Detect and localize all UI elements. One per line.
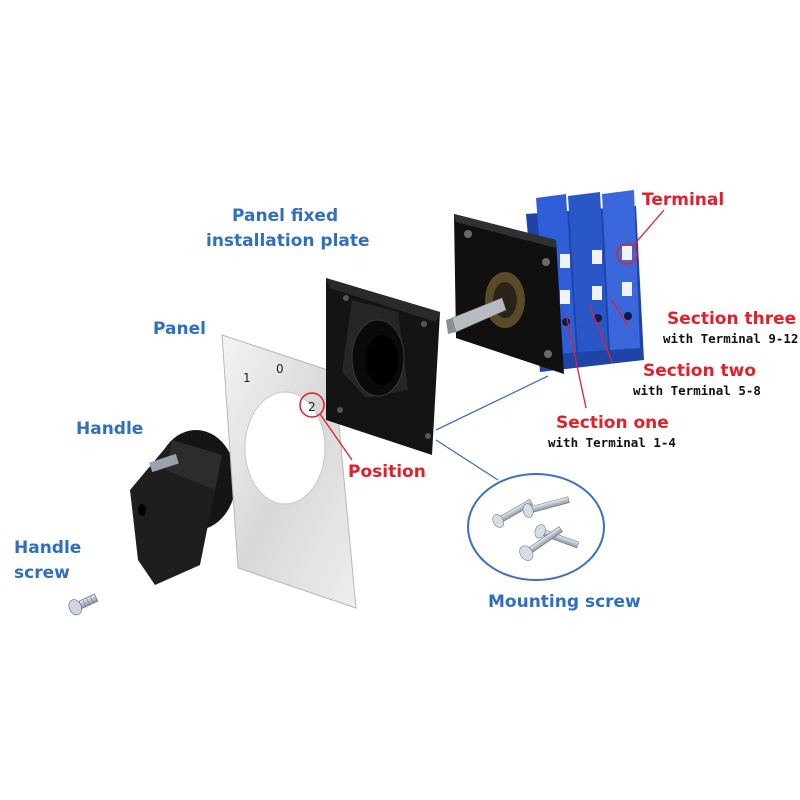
- installation-plate-part: [326, 278, 440, 455]
- terminal-leader: [633, 210, 664, 246]
- label-position: Position: [348, 462, 426, 482]
- label-section-two-sub: with Terminal 5-8: [633, 383, 761, 398]
- handle-part: [130, 430, 236, 585]
- label-section-three-sub: with Terminal 9-12: [663, 331, 798, 346]
- label-panel-fixed-plate-line2: installation plate: [206, 231, 370, 251]
- handle-screw-part: [66, 590, 99, 617]
- mounting-leader-2: [436, 440, 498, 480]
- label-section-one: Section one: [556, 413, 669, 433]
- label-section-two: Section two: [643, 361, 756, 381]
- label-panel-fixed-plate: Panel fixed: [232, 206, 338, 226]
- mounting-screw-callout: [468, 474, 604, 580]
- label-section-one-sub: with Terminal 1-4: [548, 435, 676, 450]
- panel-mark-1: 1: [243, 371, 251, 385]
- label-handle: Handle: [76, 419, 143, 439]
- mounting-leader-1: [436, 376, 548, 430]
- switch-body-part: [446, 190, 644, 374]
- label-panel: Panel: [153, 319, 206, 339]
- label-section-three: Section three: [667, 309, 796, 329]
- label-terminal: Terminal: [642, 190, 724, 210]
- label-mounting-screw: Mounting screw: [488, 592, 641, 612]
- label-handle-screw: Handle: [14, 538, 81, 558]
- panel-mark-0: 0: [276, 362, 284, 376]
- label-handle-screw-line2: screw: [14, 563, 70, 583]
- mounting-screws-part: [490, 493, 580, 563]
- panel-mark-2: 2: [308, 400, 316, 414]
